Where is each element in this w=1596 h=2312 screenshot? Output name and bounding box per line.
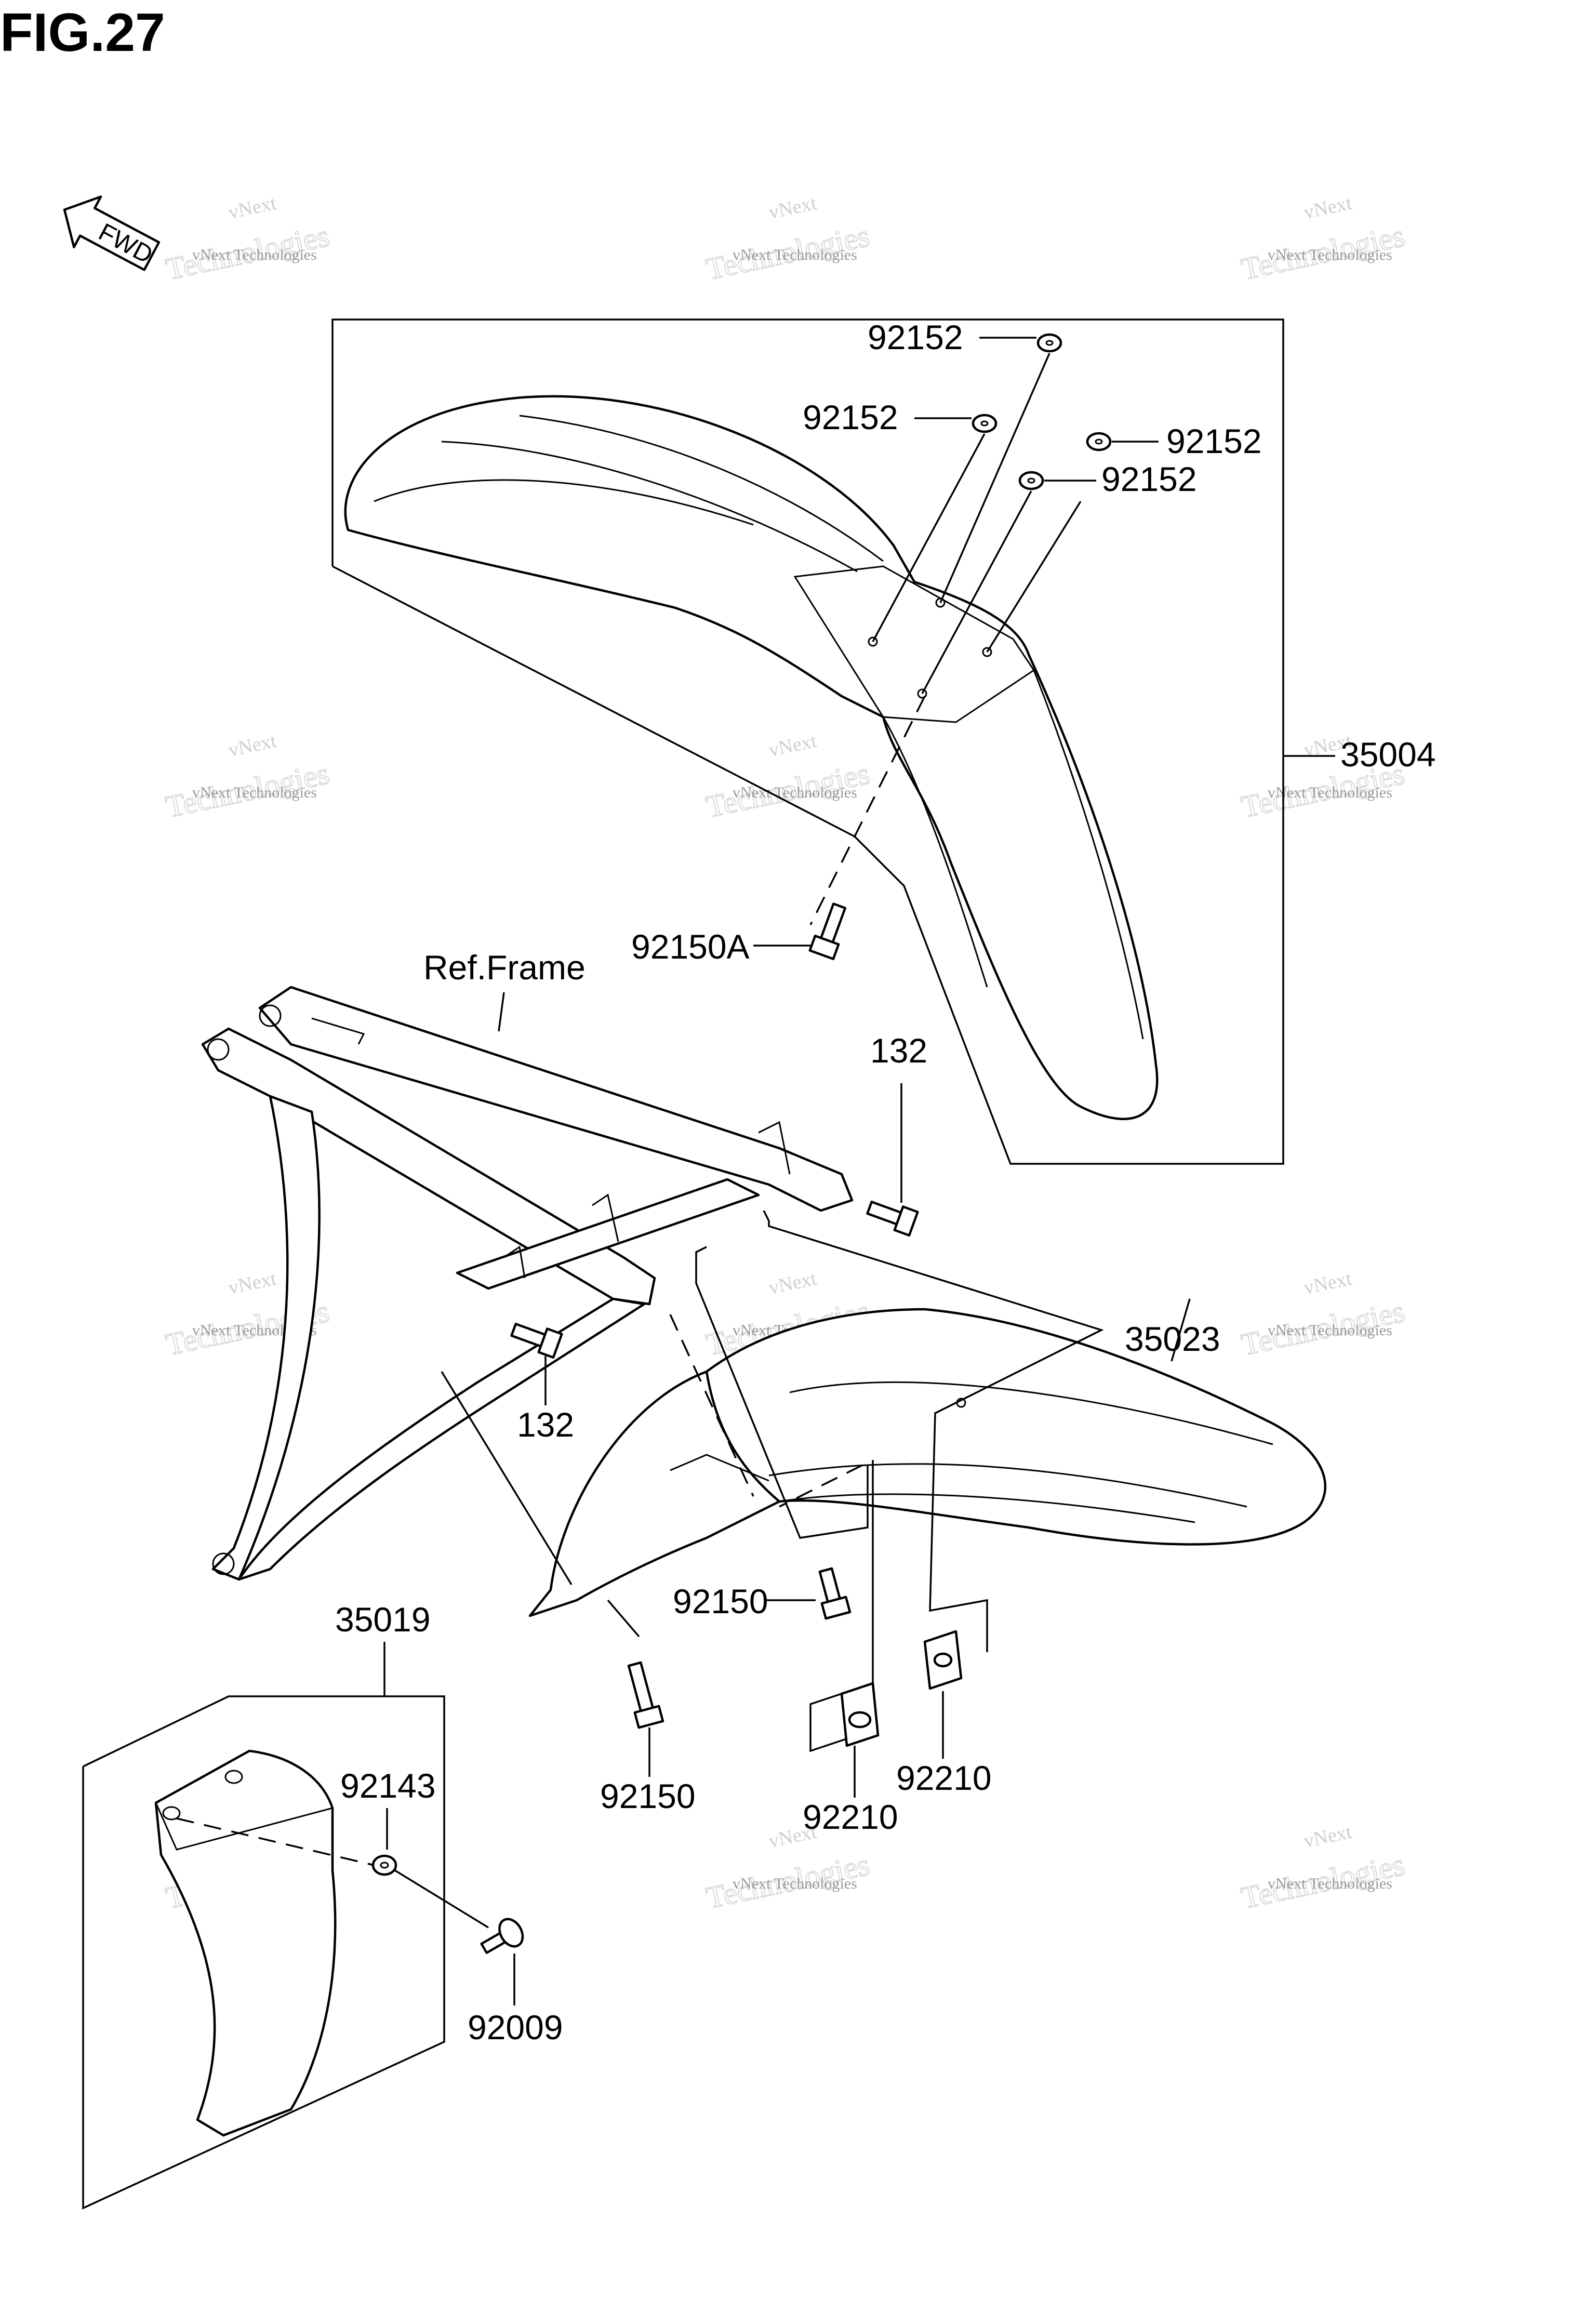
watermark-brand: vNext xyxy=(227,1268,278,1299)
washer-icon xyxy=(1036,333,1062,353)
washer-icon xyxy=(1086,432,1112,451)
watermark-small: vNext Technologies xyxy=(733,1875,857,1892)
callout-bolt-92150A: 92150A xyxy=(631,927,750,966)
reference-frame xyxy=(201,986,854,1581)
watermark-small: vNext Technologies xyxy=(1268,784,1392,801)
watermark-small: vNext Technologies xyxy=(1268,246,1392,263)
watermark-brand: vNext xyxy=(767,192,819,223)
bolt-icon xyxy=(818,1567,852,1620)
watermark-brand: vNext xyxy=(1302,1821,1354,1852)
watermark: vNext Technologies vNext Technologies xyxy=(1238,1268,1408,1363)
washers xyxy=(972,333,1112,490)
watermark-brand: vNext xyxy=(1302,192,1354,223)
callout-washer-92152: 92152 xyxy=(1101,460,1197,498)
callout-washer-92152: 92152 xyxy=(803,398,898,436)
watermark: vNext Technologies vNext Technologies xyxy=(163,192,333,287)
callout-flap-assy: 35019 xyxy=(335,1600,431,1639)
callout-screw-92009: 92009 xyxy=(468,2008,563,2047)
figure-title: FIG.27 xyxy=(0,3,165,63)
bolt-icon xyxy=(627,1661,664,1729)
fwd-arrow-icon: FWD xyxy=(63,195,161,271)
bolt-icon xyxy=(866,1200,919,1237)
watermark: vNext Technologies vNext Technologies xyxy=(703,730,873,825)
watermark: vNext Technologies vNext Technologies xyxy=(1238,1821,1408,1916)
bolt-icon xyxy=(808,902,847,961)
screw-icon xyxy=(480,1918,524,1954)
watermark-small: vNext Technologies xyxy=(192,246,317,263)
callout-rear-fender: 35023 xyxy=(1125,1320,1220,1358)
watermark-brand: vNext xyxy=(227,192,278,223)
front-fender-group-frame xyxy=(331,318,1284,1165)
watermark-small: vNext Technologies xyxy=(1268,1875,1392,1892)
watermark: vNext Technologies vNext Technologies xyxy=(1238,192,1408,287)
callout-nut-clip-92210: 92210 xyxy=(803,1798,898,1836)
callout-washer-92152: 92152 xyxy=(868,318,963,356)
nut-clip-icon xyxy=(840,1682,880,1747)
watermark-brand: vNext xyxy=(1302,1268,1354,1299)
callout-bolt-92150: 92150 xyxy=(673,1582,768,1620)
callout-bolt-132: 132 xyxy=(870,1031,927,1070)
watermark: vNext Technologies vNext Technologies xyxy=(703,192,873,287)
front-fender xyxy=(344,395,1159,1120)
watermark-small: vNext Technologies xyxy=(192,784,317,801)
nut-clip-icon xyxy=(923,1630,963,1690)
callout-washer-92152: 92152 xyxy=(1166,422,1262,460)
watermark-small: vNext Technologies xyxy=(1268,1322,1392,1339)
callout-bolt-132: 132 xyxy=(517,1405,574,1444)
callout-bolt-92150: 92150 xyxy=(600,1777,696,1815)
watermark-brand: vNext xyxy=(767,1268,819,1299)
washer-icon xyxy=(1018,471,1044,490)
callout-ref-frame: Ref.Frame xyxy=(423,948,586,987)
watermark-small: vNext Technologies xyxy=(733,784,857,801)
bolt-icon xyxy=(510,1322,563,1359)
callout-washer-92143: 92143 xyxy=(340,1766,436,1805)
callout-front-fender-assy: 35004 xyxy=(1340,735,1436,774)
watermark: vNext Technologies vNext Technologies xyxy=(163,730,333,825)
watermark-small: vNext Technologies xyxy=(733,246,857,263)
watermark-brand: vNext xyxy=(767,730,819,761)
callout-nut-clip-92210: 92210 xyxy=(896,1759,992,1797)
flap xyxy=(154,1749,337,2137)
flap-group-frame xyxy=(82,1695,445,2210)
rear-fender xyxy=(528,1308,1327,1617)
washer-icon xyxy=(371,1854,397,1876)
watermark-brand: vNext xyxy=(227,730,278,761)
washer-icon xyxy=(972,414,998,433)
